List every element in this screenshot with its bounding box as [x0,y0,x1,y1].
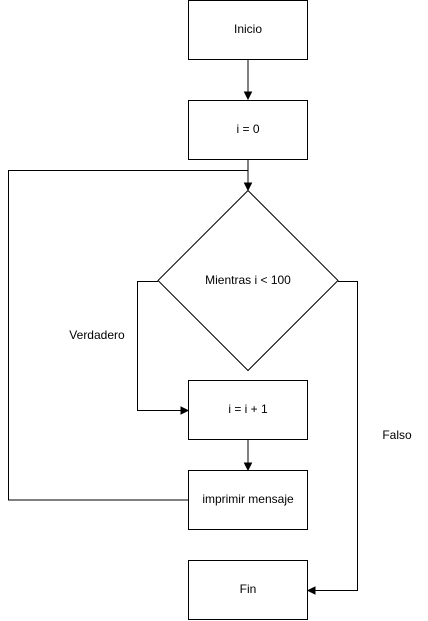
start-node[interactable]: Inicio [188,0,308,60]
print-node-label: imprimir mensaje [202,492,294,506]
edge-false-branch-arrowhead [306,586,316,595]
increment-node-label: i = i + 1 [228,402,268,416]
edge-false-branch-line [315,281,358,591]
condition-node-diamond [157,189,339,372]
edge-true-branch-line [137,281,181,411]
end-node-box [188,560,308,620]
edge-false-branch [306,281,358,595]
edge-increment-to-print [243,440,253,472]
edge-start-to-init [243,60,253,101]
start-node-label: Inicio [234,22,262,36]
print-node-box [188,470,308,530]
end-node[interactable]: Fin [188,560,308,620]
condition-node[interactable]: Mientras i < 100 [157,189,339,372]
init-node[interactable]: i = 0 [188,100,308,160]
edge-loop-back-line [8,170,249,501]
start-node-box [188,0,308,60]
print-node[interactable]: imprimir mensaje [188,470,308,530]
edge-loop-back-arrowhead [243,182,253,192]
end-node-label: Fin [240,582,257,596]
edge-loop-back [8,170,253,501]
true-branch-label: Verdadero [69,328,125,342]
edge-true-branch-arrowhead [180,406,190,415]
init-node-label: i = 0 [236,122,259,136]
condition-node-label: Mientras i < 100 [205,273,291,287]
edge-start-to-init-arrowhead [243,91,253,101]
edge-true-branch [137,281,190,415]
init-node-box [188,100,308,160]
false-branch-label: Falso [382,428,412,442]
increment-node-box [188,380,308,440]
increment-node[interactable]: i = i + 1 [188,380,308,440]
edge-increment-to-print-arrowhead [243,462,253,472]
